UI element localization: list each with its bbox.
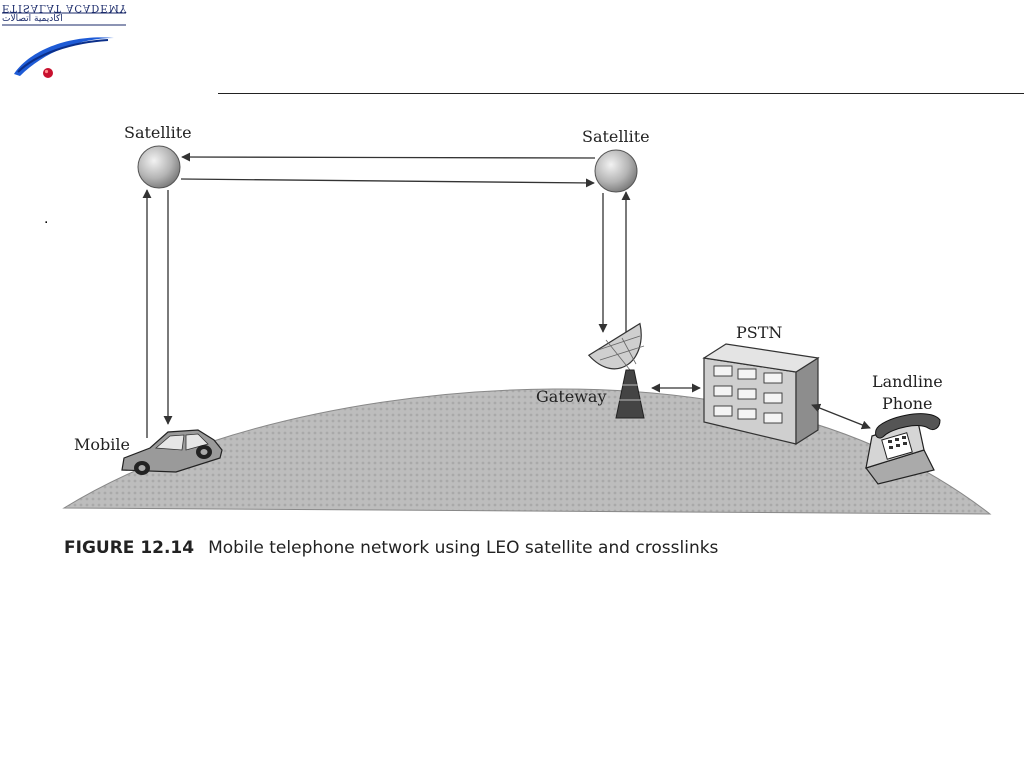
network-diagram bbox=[62, 145, 992, 515]
mobile-label: Mobile bbox=[74, 435, 130, 454]
slide-bullet: . bbox=[44, 210, 49, 227]
satellite-left-label: Satellite bbox=[124, 123, 192, 142]
landline-label-line1: Landline bbox=[872, 372, 943, 391]
satellite-right-label: Satellite bbox=[582, 127, 650, 146]
crosslink-arrow-bottom bbox=[180, 178, 595, 188]
landline-label-line2: Phone bbox=[882, 394, 933, 413]
figure-number: FIGURE 12.14 bbox=[64, 538, 195, 558]
figure-caption: FIGURE 12.14 Mobile telephone network usi… bbox=[64, 538, 718, 558]
leo-network-figure: Satellite Satellite PSTN Landline Phone … bbox=[0, 100, 1024, 580]
satellite-right-icon bbox=[594, 149, 638, 193]
gateway-label: Gateway bbox=[536, 387, 607, 406]
landline-phone-icon bbox=[865, 413, 941, 485]
header-rule bbox=[218, 93, 1024, 94]
pstn-landline-link-arrow bbox=[811, 403, 871, 430]
pstn-label: PSTN bbox=[736, 323, 783, 342]
gateway-dish-icon bbox=[587, 322, 645, 419]
etisalat-academy-logo: ETISALAT ACADEMY ﺍﻛﺎﺩﻳﻤﻴﺔ ﺍﺗﺼﺎﻻﺕ bbox=[0, 0, 130, 84]
mobile-car-icon bbox=[121, 429, 223, 475]
crosslink-arrow-top bbox=[181, 152, 596, 162]
satellite-left-icon bbox=[137, 145, 181, 189]
logo-script-text: ﺍﻛﺎﺩﻳﻤﻴﺔ ﺍﺗﺼﺎﻻﺕ bbox=[2, 14, 63, 24]
logo-swoosh-icon bbox=[2, 12, 126, 78]
figure-caption-text: Mobile telephone network using LEO satel… bbox=[208, 538, 719, 558]
